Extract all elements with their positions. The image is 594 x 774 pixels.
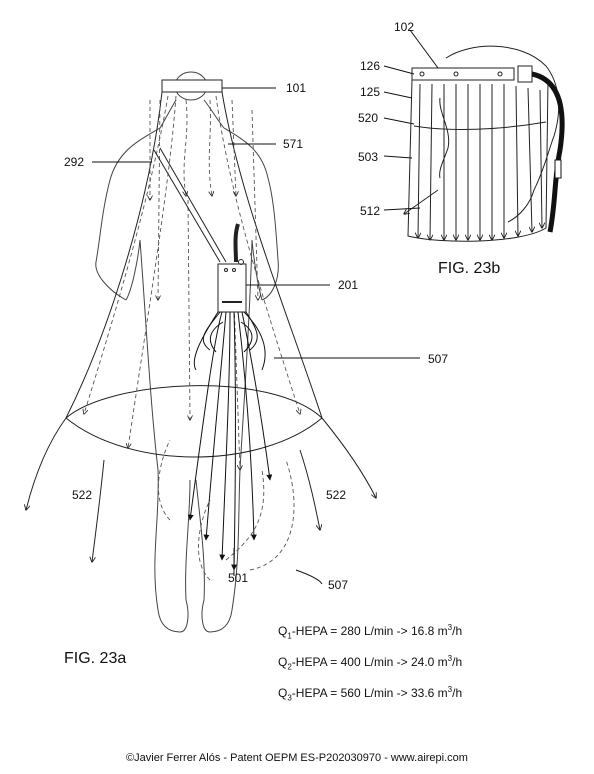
fig23a-hood [65,79,323,458]
label-522-left: 522 [72,488,93,502]
label-503: 503 [358,150,379,164]
caption-fig23b: FIG. 23b [438,260,501,277]
fig23a-inner-flow [84,95,300,581]
fig23a-device [153,147,247,313]
fig23b-leaders [383,29,439,211]
label-102: 102 [394,20,415,34]
label-501: 501 [228,571,249,585]
footer-copyright: ©Javier Ferrer Alós - Patent OEPM ES-P20… [126,752,468,764]
label-126: 126 [360,59,381,73]
label-522-right: 522 [326,488,347,502]
label-512: 512 [360,204,381,218]
label-125: 125 [360,85,381,99]
label-201: 201 [338,278,359,292]
flow-q3: Q3-HEPA = 560 L/min -> 33.6 m3/h [278,685,463,703]
fig23a-outflow [187,311,273,571]
fig23a-leaders [92,87,420,585]
label-571: 571 [283,137,304,151]
fig23a-escape-arrows [26,417,376,562]
label-292: 292 [64,155,85,169]
label-101: 101 [286,81,307,95]
caption-fig23a: FIG. 23a [64,650,127,667]
label-520: 520 [358,111,379,125]
label-507-upper: 507 [428,352,449,366]
flow-q2: Q2-HEPA = 400 L/min -> 24.0 m3/h [278,654,463,672]
fig23b-shield [404,45,565,242]
label-507-lower: 507 [328,578,349,592]
fig23a-person [95,71,279,633]
flow-q1: Q1-HEPA = 280 L/min -> 16.8 m3/h [278,623,463,641]
